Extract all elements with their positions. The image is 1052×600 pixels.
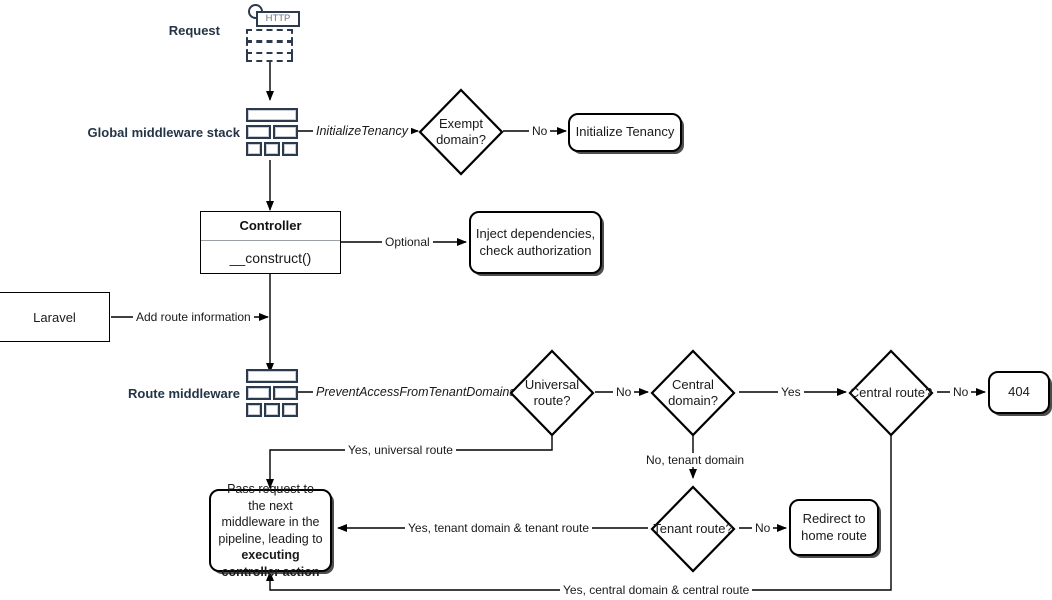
inject-dependencies-line-2: check authorization: [479, 242, 592, 258]
decision-universal-route-label: Universal route?: [524, 377, 580, 408]
controller-header: Controller: [201, 212, 340, 241]
http-request-icon: HTTP: [246, 4, 302, 62]
middleware-stack-icon-route: [246, 369, 298, 417]
edge-label-prevent-access: PreventAccessFromTenantDomains: [313, 385, 519, 399]
edge-label-initialize-tenancy: InitializeTenancy: [313, 124, 411, 138]
decision-exempt-domain[interactable]: Exempt domain?: [418, 88, 504, 176]
caption-request: Request: [168, 23, 220, 38]
decision-exempt-domain-label: Exempt domain?: [436, 116, 486, 147]
stack-cell: [264, 142, 280, 156]
edge-label-optional: Optional: [382, 235, 433, 249]
http-badge: HTTP: [256, 11, 300, 27]
node-inject-dependencies[interactable]: Inject dependencies, check authorization: [469, 211, 602, 274]
stack-cell: [246, 403, 262, 417]
decision-central-domain-label: Central domain?: [668, 377, 718, 408]
edge-label-exempt-no: No: [529, 124, 551, 138]
stack-cell: [246, 108, 298, 122]
decision-tenant-route-label: Tenant route?: [653, 521, 733, 537]
node-redirect-home-route[interactable]: Redirect to home route: [789, 499, 879, 556]
edge-label-yes-tenant-domain-tenant-route: Yes, tenant domain & tenant route: [405, 521, 593, 535]
decision-universal-route[interactable]: Universal route?: [509, 349, 595, 437]
caption-global-middleware-stack: Global middleware stack: [87, 125, 240, 140]
edge-label-add-route-information: Add route information: [133, 310, 254, 324]
edge-label-yes-universal-route: Yes, universal route: [345, 443, 456, 457]
node-pass-request-to-next-middleware[interactable]: Pass request to the next middleware in t…: [209, 482, 332, 579]
stack-cell: [246, 369, 298, 383]
edge-label-no-tenant-domain: No, tenant domain: [643, 453, 748, 467]
edge-label-central-domain-yes: Yes: [778, 385, 804, 399]
inject-dependencies-line-1: Inject dependencies,: [475, 226, 596, 242]
edge-label-universal-no: No: [613, 385, 635, 399]
stack-cell: [246, 125, 271, 139]
pass-request-emphasis: executing controller action: [221, 548, 320, 579]
decision-central-route[interactable]: Central route?: [848, 349, 934, 437]
node-404[interactable]: 404: [988, 371, 1050, 414]
middleware-stack-icon-global: [246, 108, 298, 156]
http-dash-row-3: [246, 52, 293, 62]
node-laravel[interactable]: Laravel: [0, 292, 110, 342]
stack-cell: [273, 125, 298, 139]
node-initialize-tenancy[interactable]: Initialize Tenancy: [568, 113, 682, 152]
stack-cell: [282, 403, 298, 417]
decision-central-domain[interactable]: Central domain?: [650, 349, 736, 437]
stack-cell: [246, 142, 262, 156]
decision-tenant-route[interactable]: Tenant route?: [650, 485, 736, 573]
stack-cell: [273, 386, 298, 400]
stack-cell: [282, 142, 298, 156]
stack-cell: [246, 386, 271, 400]
stack-cell: [264, 403, 280, 417]
redirect-home-line-2: home route: [801, 527, 867, 543]
caption-route-middleware: Route middleware: [128, 386, 240, 401]
redirect-home-line-1: Redirect to: [802, 511, 866, 527]
node-controller[interactable]: Controller __construct(): [200, 211, 341, 274]
controller-construct-method: __construct(): [229, 250, 312, 266]
edge-label-tenant-route-no: No: [752, 521, 774, 535]
edge-label-yes-central-domain-central-route: Yes, central domain & central route: [560, 583, 753, 597]
pass-request-text: Pass request to the next middleware in t…: [218, 482, 323, 546]
decision-central-route-label: Central route?: [849, 385, 933, 401]
edge-label-central-route-no: No: [950, 385, 972, 399]
